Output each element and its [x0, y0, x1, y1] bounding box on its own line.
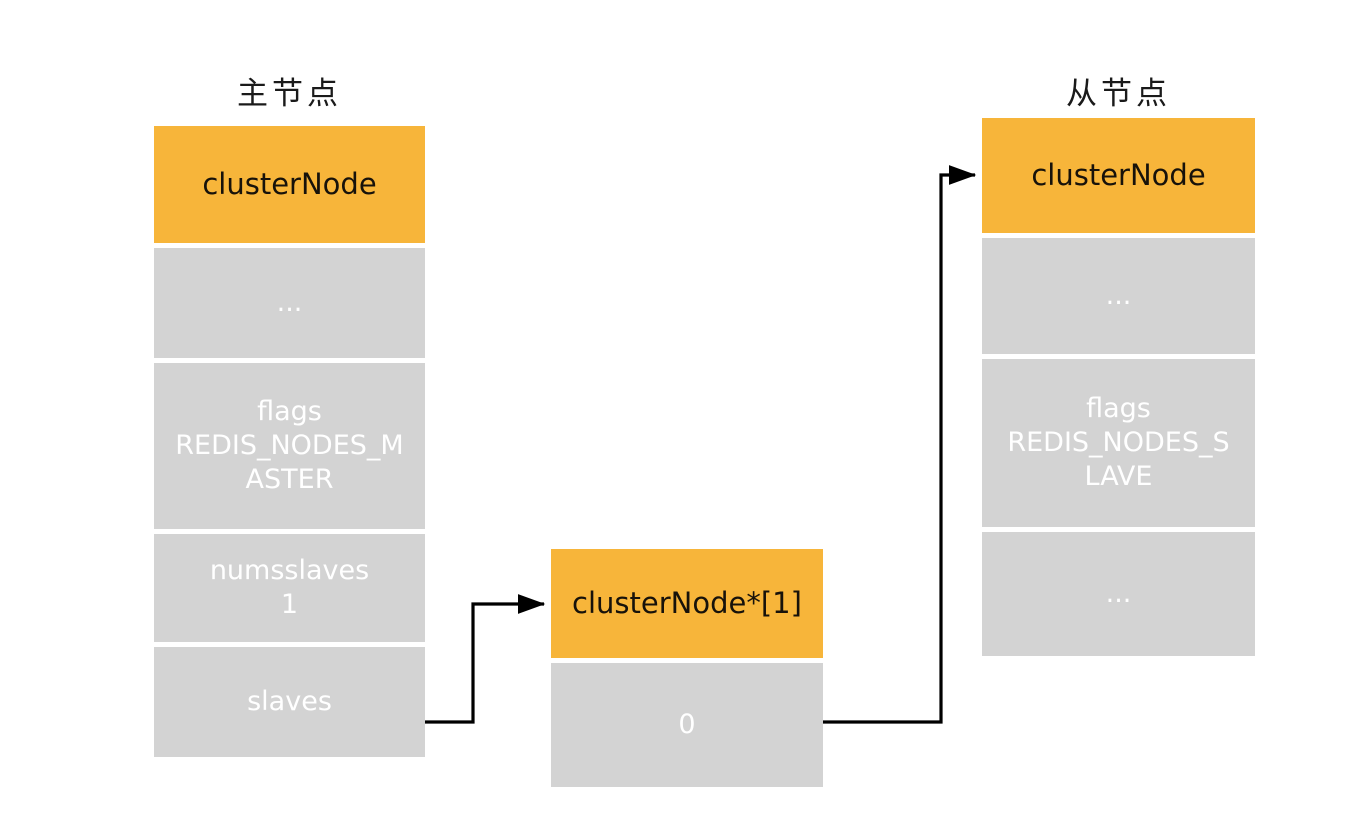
master-numsslaves-value: 1	[280, 589, 299, 620]
slave-field-ellipsis-bottom: ...	[982, 532, 1255, 656]
master-flags-label: flags	[257, 395, 322, 427]
slaves-array-struct: clusterNode*[1] 0	[551, 549, 823, 787]
master-flags-value-part2: ASTER	[245, 464, 334, 495]
slave-flags-value-part2: LAVE	[1084, 461, 1153, 492]
slave-struct-header: clusterNode	[982, 118, 1255, 233]
master-struct-header: clusterNode	[154, 126, 425, 243]
slave-node-title: 从节点	[1066, 76, 1171, 112]
slaves-array-header: clusterNode*[1]	[551, 549, 823, 658]
master-slaves-label: slaves	[247, 685, 332, 717]
master-node-title: 主节点	[237, 76, 342, 112]
slave-field-flags: flags REDIS_NODES_S LAVE	[982, 359, 1255, 527]
master-field-ellipsis: ...	[154, 248, 425, 358]
master-field-slaves: slaves	[154, 647, 425, 757]
slave-flags-value-part1: REDIS_NODES_S	[1007, 426, 1230, 458]
master-clusternode-struct: clusterNode ... flags REDIS_NODES_M ASTE…	[154, 126, 425, 757]
master-field-flags: flags REDIS_NODES_M ASTER	[154, 363, 425, 529]
slaves-array-index-0: 0	[551, 663, 823, 787]
slave-flags-label: flags	[1086, 392, 1151, 424]
arrow-slaves-to-array	[425, 594, 546, 724]
master-numsslaves-label: numsslaves	[209, 554, 370, 586]
slave-field-ellipsis-top: ...	[982, 238, 1255, 354]
arrow-array-entry-to-slave	[823, 165, 977, 724]
slave-clusternode-struct: clusterNode ... flags REDIS_NODES_S LAVE…	[982, 118, 1255, 656]
master-flags-value-part1: REDIS_NODES_M	[175, 429, 404, 461]
master-field-numsslaves: numsslaves 1	[154, 534, 425, 642]
